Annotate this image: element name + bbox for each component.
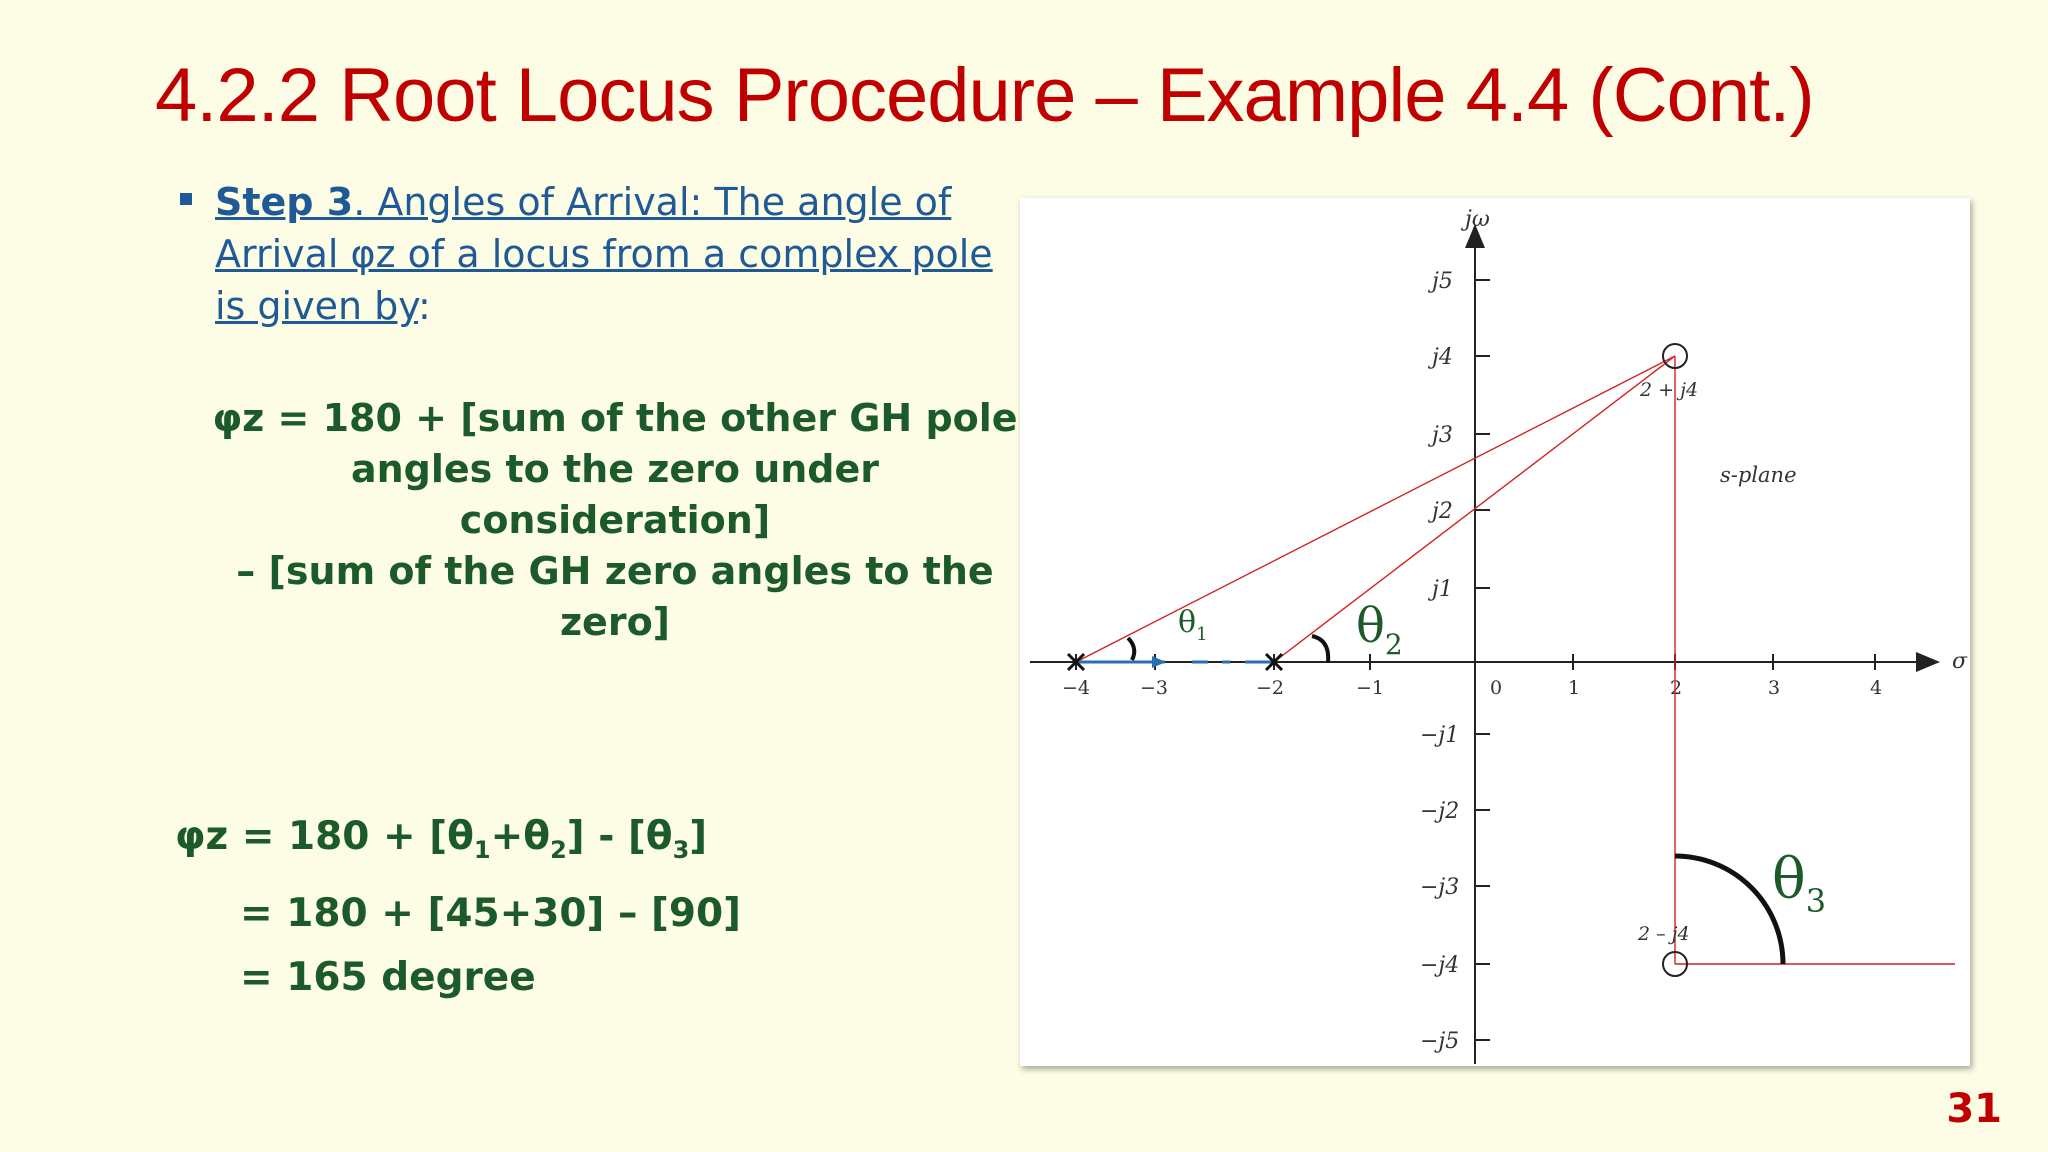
step-text-line1: . Angles of Arrival: The angle of xyxy=(353,180,952,224)
y-tick-label: j5 xyxy=(1427,269,1453,294)
formula-line1: φz = 180 + [sum of the other GH pole xyxy=(212,396,1018,440)
locus-arrow xyxy=(1152,656,1166,668)
theta3-arc xyxy=(1674,853,1786,965)
x-ticks: −4 −3 −2 −1 0 1 2 3 4 xyxy=(1062,654,1882,699)
calc-line1: φz = 180 + [θ1+θ2] - [θ3] xyxy=(175,814,708,864)
y-tick-label: j2 xyxy=(1427,499,1453,524)
theta3-label: θ3 xyxy=(1772,847,1826,920)
formula-line2: angles to the zero under consideration] xyxy=(350,447,880,542)
pole-marker xyxy=(1066,652,1086,672)
step-colon: : xyxy=(418,284,431,328)
x-tick-label: 0 xyxy=(1490,677,1502,699)
x-tick-label: 1 xyxy=(1568,677,1580,699)
slide-title: 4.2.2 Root Locus Procedure – Example 4.4… xyxy=(155,53,1815,138)
jw-label: jω xyxy=(1460,207,1490,232)
pole1-to-zero-line xyxy=(1075,355,1676,663)
arrival-angle-formula: φz = 180 + [sum of the other GH pole ang… xyxy=(195,393,1035,648)
y-tick-label: j3 xyxy=(1427,423,1453,448)
sigma-label: σ xyxy=(1952,649,1968,674)
step-label: Step 3 xyxy=(215,180,354,224)
calculation: φz = 180 + [θ1+θ2] - [θ3] = 180 + [45+30… xyxy=(175,805,741,1010)
s-plane-label: s-plane xyxy=(1720,463,1797,487)
calc-line2: = 180 + [45+30] – [90] xyxy=(240,890,741,936)
y-tick-label: −j1 xyxy=(1420,723,1459,748)
y-ticks: j5 j4 j3 j2 j1 −j1 −j2 −j3 −j4 −j5 xyxy=(1420,269,1490,1054)
theta1-arc xyxy=(1126,636,1137,661)
x-tick-label: −4 xyxy=(1062,677,1090,699)
y-tick-label: −j4 xyxy=(1420,953,1459,978)
y-tick-label: j1 xyxy=(1427,577,1453,602)
y-tick-label: −j3 xyxy=(1420,875,1459,900)
step-text-line2: Arrival φz of a locus from a complex pol… xyxy=(215,232,993,276)
y-tick-label: −j2 xyxy=(1420,799,1459,824)
zero-lower-label: 2 – j4 xyxy=(1637,923,1690,945)
y-tick-label: −j5 xyxy=(1420,1029,1459,1054)
zero-upper-label: 2 + j4 xyxy=(1639,379,1698,401)
x-tick-label: −2 xyxy=(1256,677,1284,699)
s-plane-svg: jω σ s-plane −4 −3 −2 −1 0 1 2 3 4 xyxy=(1030,207,1968,1064)
theta1-label: θ1 xyxy=(1178,605,1208,645)
step-text-line3: is given by xyxy=(215,284,418,328)
calc-line3: = 165 degree xyxy=(240,954,536,1000)
pole2-to-zero-line xyxy=(1273,355,1676,663)
formula-line3: – [sum of the GH zero angles to the xyxy=(236,549,994,593)
formula-line4: zero] xyxy=(559,600,671,644)
page-number: 31 xyxy=(1946,1086,2002,1132)
zero-marker-lower xyxy=(1662,951,1688,977)
theta2-arc xyxy=(1311,634,1331,663)
pole-marker xyxy=(1264,652,1284,672)
x-tick-label: 3 xyxy=(1768,677,1780,699)
zero-marker-upper xyxy=(1662,343,1688,369)
bullet-square xyxy=(180,193,192,205)
step-text: Step 3. Angles of Arrival: The angle of … xyxy=(215,176,1015,332)
x-tick-label: 2 xyxy=(1670,677,1682,699)
s-plane-diagram: jω σ s-plane −4 −3 −2 −1 0 1 2 3 4 xyxy=(1020,198,1970,1066)
theta2-label: θ2 xyxy=(1356,598,1403,661)
angle-lines xyxy=(1075,355,1955,965)
x-tick-label: −1 xyxy=(1356,677,1384,699)
x-tick-label: 4 xyxy=(1870,677,1882,699)
x-tick-label: −3 xyxy=(1140,677,1168,699)
y-tick-label: j4 xyxy=(1427,345,1453,370)
